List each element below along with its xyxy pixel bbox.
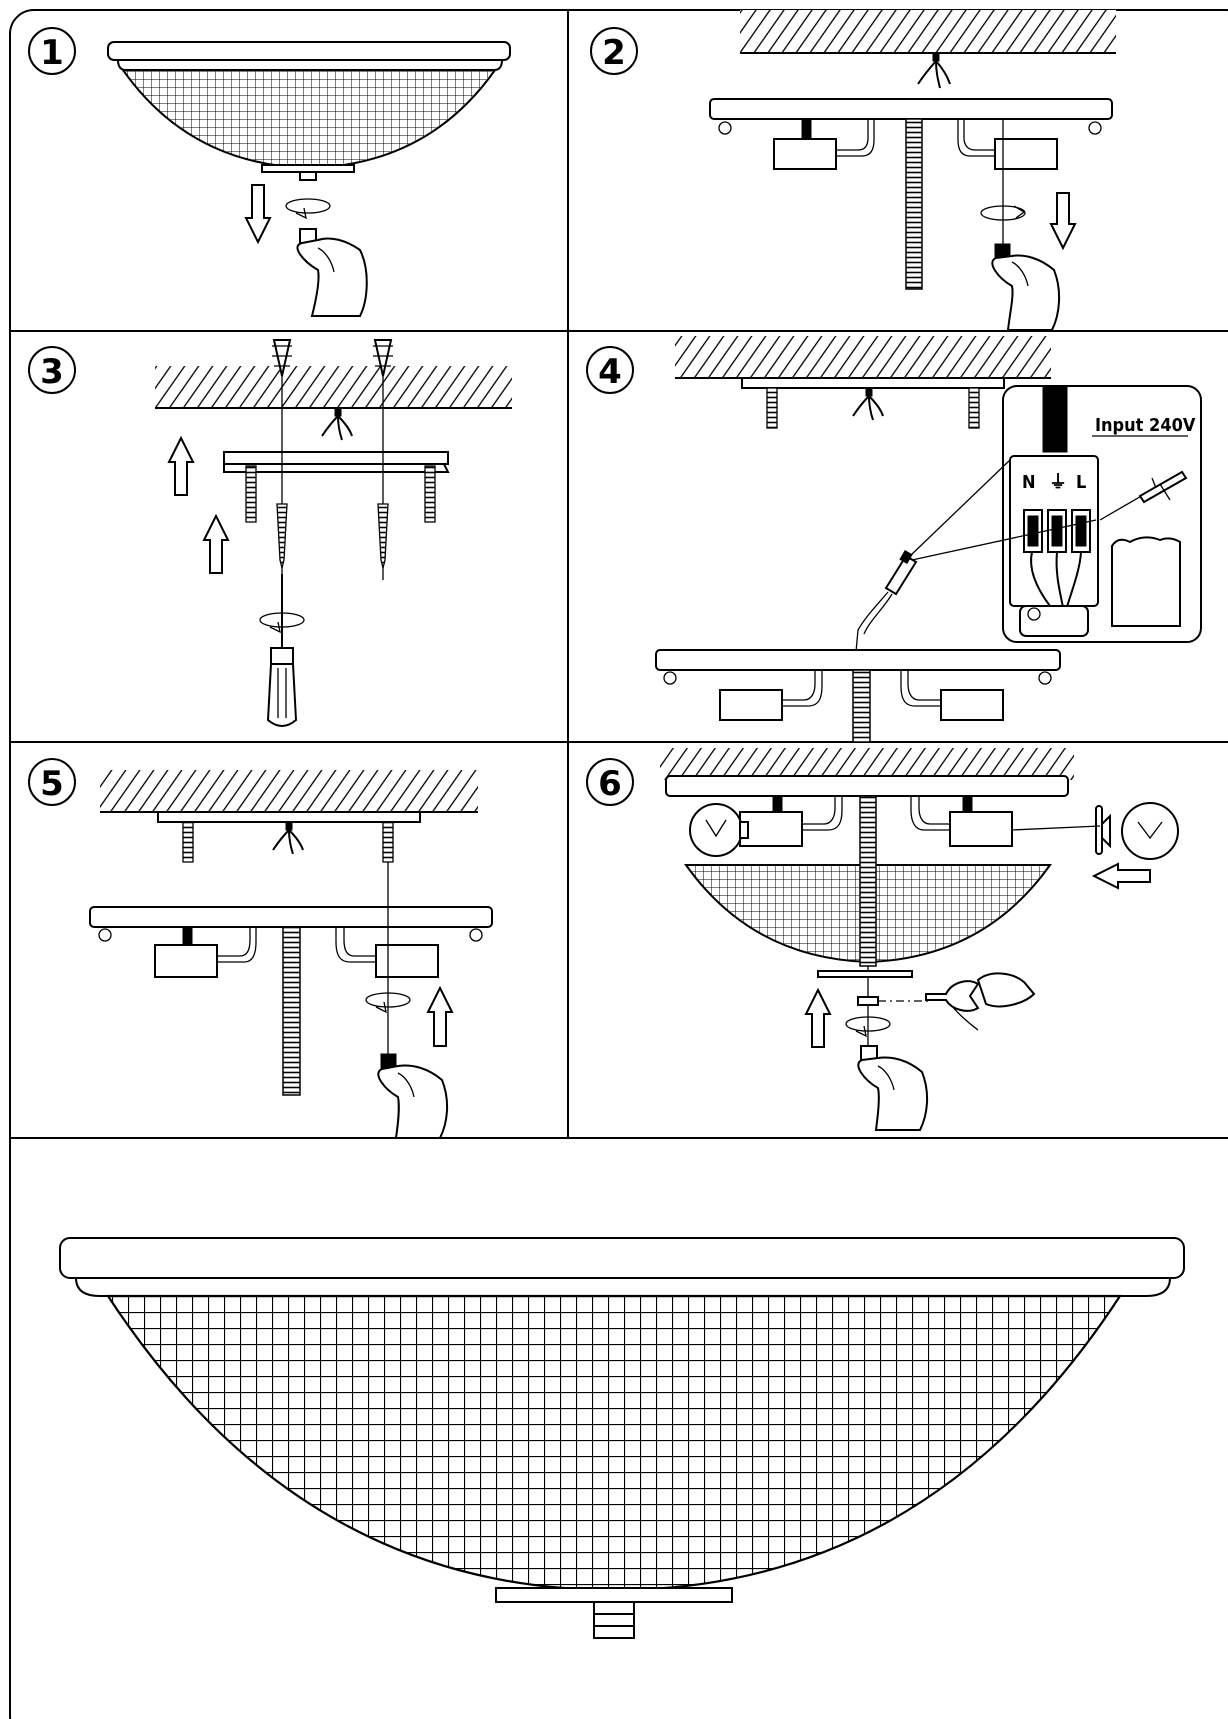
lamp-base-plate-icon <box>709 98 1113 290</box>
washer-icon <box>817 970 913 978</box>
mounting-bracket-icon <box>223 451 450 523</box>
connector-leader-lines <box>909 459 1097 561</box>
hand-tightening-nut-icon <box>377 1053 448 1139</box>
step-2-number: 2 <box>602 33 626 73</box>
step-6-number: 6 <box>598 764 622 804</box>
step-1-badge: 1 <box>28 27 76 75</box>
panel-step-1: 1 <box>28 27 511 317</box>
step-4-number: 4 <box>598 352 622 392</box>
lamp-base-plate-icon <box>89 906 493 1096</box>
step-3-badge: 3 <box>28 346 76 394</box>
panel-step-2: 2 <box>590 10 1116 331</box>
step-3-number: 3 <box>40 352 64 392</box>
ceiling-hatch <box>100 770 478 813</box>
ceiling-wires-icon <box>272 821 304 855</box>
rotate-icon <box>980 205 1026 221</box>
light-bulb-icon <box>1095 802 1179 860</box>
ceiling-wires-icon <box>852 387 884 421</box>
lamp-base-plate-icon <box>665 775 1069 847</box>
wrench-icon <box>925 972 1036 1031</box>
down-arrow-icon <box>1049 192 1077 251</box>
ceiling-hatch <box>660 748 1074 780</box>
hand-unscrewing-nut-icon <box>991 243 1060 331</box>
screwdriver-icon <box>266 574 298 727</box>
lamp-assembled-icon <box>107 41 511 181</box>
step-2-badge: 2 <box>590 27 638 75</box>
terminal-connector-icon <box>855 549 918 653</box>
ceiling-hatch <box>740 10 1116 54</box>
hand-tightening-nut-icon <box>857 1045 928 1131</box>
panel-step-5: 5 <box>28 758 493 1139</box>
light-bulb-icon <box>689 803 749 857</box>
up-arrow-icon <box>167 435 195 496</box>
screw-icon <box>276 503 288 569</box>
rotate-icon <box>365 992 411 1014</box>
step-1-number: 1 <box>40 33 64 73</box>
rotate-icon <box>845 1016 891 1038</box>
terminal-live-label: L <box>1076 472 1086 493</box>
step-5-badge: 5 <box>28 758 76 806</box>
panel-step-3: 3 <box>28 339 512 727</box>
ceiling-hatch <box>155 366 512 409</box>
ceiling-wires-icon <box>321 407 353 441</box>
up-arrow-icon <box>804 987 832 1048</box>
wall-plug-icon <box>272 339 292 377</box>
panel-step-4: 4 Input 240V N ⏚ L <box>586 336 1202 743</box>
terminal-block-inset: Input 240V N ⏚ L <box>1002 385 1202 643</box>
ceiling-wires-icon <box>917 52 951 89</box>
step-5-number: 5 <box>40 764 64 804</box>
terminal-earth-label: ⏚ <box>1049 472 1067 493</box>
hand-unscrewing-nut-icon <box>296 228 368 317</box>
down-arrow-icon <box>244 184 272 245</box>
left-arrow-icon <box>1091 862 1151 890</box>
rotate-icon <box>285 198 331 220</box>
terminal-neutral-label: N <box>1022 472 1036 493</box>
up-arrow-icon <box>426 985 454 1047</box>
input-voltage-label: Input 240V <box>1095 415 1196 436</box>
lamp-base-plate-icon <box>655 649 1061 743</box>
mounting-bracket-icon <box>741 377 1005 429</box>
step-6-badge: 6 <box>586 758 634 806</box>
nut-icon <box>857 996 928 1006</box>
step-4-badge: 4 <box>586 346 634 394</box>
up-arrow-icon <box>202 513 230 574</box>
panel-step-6: 6 <box>586 748 1179 1131</box>
finished-lamp-illustration <box>59 1237 1185 1639</box>
ceiling-hatch <box>675 336 1051 379</box>
wall-plug-icon <box>373 339 393 377</box>
screw-icon <box>377 503 389 569</box>
